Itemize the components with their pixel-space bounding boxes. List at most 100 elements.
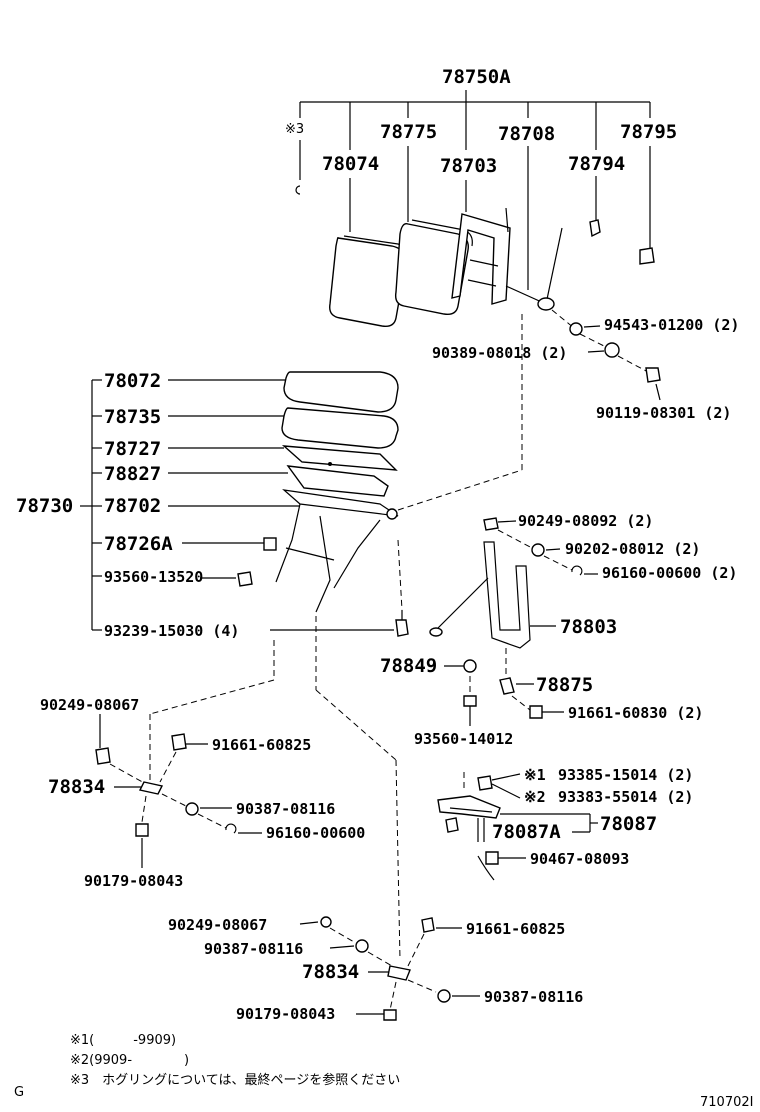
part-number-96160-00600[interactable]: 96160-00600 (2) (602, 564, 737, 582)
footnotes: ※1( -9909) ※2(9909- ) ※3 ホグリングについては、最終ペー… (14, 1033, 753, 1110)
part-number-78803[interactable]: 78803 (560, 616, 617, 638)
upper-link-group: 90249-08067 91661-60825 78834 90387-0811… (40, 696, 365, 890)
link-plate (387, 965, 411, 981)
part-number-78827[interactable]: 78827 (104, 463, 161, 485)
part-number-78087a[interactable]: 78087A (492, 821, 561, 843)
lower-link-group: 90249-08067 91661-60825 90387-08116 7883… (168, 916, 583, 1023)
part-number-90249-08067-lower[interactable]: 90249-08067 (168, 916, 267, 934)
lock-plate (437, 795, 501, 819)
seat-leg (483, 541, 531, 649)
part-number-78794[interactable]: 78794 (568, 153, 625, 175)
part-number-90387-08116-lower-b[interactable]: 90387-08116 (484, 988, 583, 1006)
part-number-90389-08018[interactable]: 90389-08018 (2) (432, 344, 567, 362)
corner-letter: G (14, 1085, 24, 1100)
part-number-90179-08043-upper[interactable]: 90179-08043 (84, 872, 183, 890)
part-number-90387-08116-lower-a[interactable]: 90387-08116 (204, 940, 303, 958)
part-number-78775[interactable]: 78775 (380, 121, 437, 143)
nut-icon (383, 1009, 397, 1021)
leg-assembly: 90249-08092 (2) 90202-08012 (2) 96160-00… (380, 512, 737, 748)
bush-icon (437, 989, 451, 1003)
part-number-93385-15014[interactable]: 93385-15014 (2) (558, 766, 693, 784)
screw-icon (445, 817, 459, 833)
seat-pad (281, 407, 399, 449)
hog-ring-icon (295, 185, 301, 195)
part-number-78703[interactable]: 78703 (440, 155, 497, 177)
seat-back-cushion (329, 236, 407, 328)
part-number-90249-08092[interactable]: 90249-08092 (2) (518, 512, 653, 530)
part-number-91661-60830[interactable]: 91661-60830 (2) (568, 704, 703, 722)
seat-frame (282, 489, 399, 517)
nut-icon (421, 917, 435, 933)
bush-icon (531, 543, 545, 557)
bush-icon (355, 939, 369, 953)
bolt-icon (463, 695, 477, 707)
note2-marker: ※2 (524, 788, 546, 806)
part-number-94543-01200[interactable]: 94543-01200 (2) (604, 316, 739, 334)
part-number-78834-upper[interactable]: 78834 (48, 776, 105, 798)
part-number-93383-55014[interactable]: 93383-55014 (2) (558, 788, 693, 806)
part-number-78727[interactable]: 78727 (104, 438, 161, 460)
part-number-90119-08301[interactable]: 90119-08301 (2) (596, 404, 731, 422)
seat-back-pad (394, 223, 469, 316)
seat-assembly: 78730 78072 78735 78727 78827 78702 7872… (16, 370, 409, 640)
bolt-icon (645, 367, 661, 383)
part-number-78849[interactable]: 78849 (380, 655, 437, 677)
part-number-78735[interactable]: 78735 (104, 406, 161, 428)
part-number-93560-13520[interactable]: 93560-13520 (104, 568, 203, 586)
bolt-icon (320, 916, 332, 928)
part-number-78795[interactable]: 78795 (620, 121, 677, 143)
diagram-code: 710702I (700, 1095, 753, 1110)
nut-icon (171, 733, 187, 751)
clip-78794 (589, 219, 601, 238)
bracket-icon (263, 537, 277, 551)
part-number-90467-08093[interactable]: 90467-08093 (530, 850, 629, 868)
washer-icon (569, 322, 583, 336)
seat-sheet-2 (286, 465, 389, 497)
clip-icon (571, 565, 583, 576)
part-number-78875[interactable]: 78875 (536, 674, 593, 696)
hinge-hardware: 94543-01200 (2) 90389-08018 (2) 90119-08… (432, 309, 739, 422)
seat-sheet (281, 445, 398, 471)
part-number-91661-60825-lower[interactable]: 91661-60825 (466, 920, 565, 938)
seat-back-frame (451, 213, 511, 305)
part-number-93239-15030[interactable]: 93239-15030 (4) (104, 622, 239, 640)
part-number-96160-00600-upper[interactable]: 96160-00600 (266, 824, 365, 842)
screw-icon (477, 775, 493, 791)
note1-marker: ※1 (524, 766, 546, 784)
part-number-90179-08043-lower[interactable]: 90179-08043 (236, 1005, 335, 1023)
hinge-bracket (537, 297, 555, 311)
bush-icon (604, 342, 620, 358)
footnote-2: ※2(9909- ) (70, 1053, 189, 1068)
part-number-93560-14012[interactable]: 93560-14012 (414, 730, 513, 748)
part-number-78087[interactable]: 78087 (600, 813, 657, 835)
part-number-90387-08116-upper[interactable]: 90387-08116 (236, 800, 335, 818)
bolt-icon (237, 571, 253, 587)
footnote-3: ※3 ホグリングについては、最終ページを参照ください (70, 1072, 400, 1088)
note3-marker: ※3 (285, 122, 304, 137)
part-number-90249-08067-upper[interactable]: 90249-08067 (40, 696, 139, 714)
part-number-78702[interactable]: 78702 (104, 495, 161, 517)
nut-icon (529, 705, 543, 719)
top-assembly: 78750A ※3 78074 78775 78703 78708 78794 … (285, 66, 677, 328)
bolt-icon (483, 517, 499, 531)
nut-icon (135, 823, 149, 837)
clip-icon (225, 823, 237, 834)
part-number-78074[interactable]: 78074 (322, 153, 379, 175)
clip-78795 (639, 247, 655, 265)
part-number-78072[interactable]: 78072 (104, 370, 161, 392)
part-number-78708[interactable]: 78708 (498, 123, 555, 145)
footnote-1: ※1( -9909) (70, 1033, 176, 1048)
seat-cushion (283, 371, 399, 413)
part-number-78834-lower[interactable]: 78834 (302, 961, 359, 983)
part-number-78726a[interactable]: 78726A (104, 533, 173, 555)
pin-icon (485, 851, 499, 865)
part-number-78750a[interactable]: 78750A (442, 66, 511, 88)
part-number-90202-08012[interactable]: 90202-08012 (2) (565, 540, 700, 558)
stopper-icon (499, 677, 515, 695)
part-number-78730[interactable]: 78730 (16, 495, 73, 517)
cap-icon (463, 659, 477, 673)
bush-icon (185, 802, 199, 816)
part-number-91661-60825-upper[interactable]: 91661-60825 (212, 736, 311, 754)
lock-assembly: ※1 93385-15014 (2) ※2 93383-55014 (2) 78… (437, 766, 693, 881)
